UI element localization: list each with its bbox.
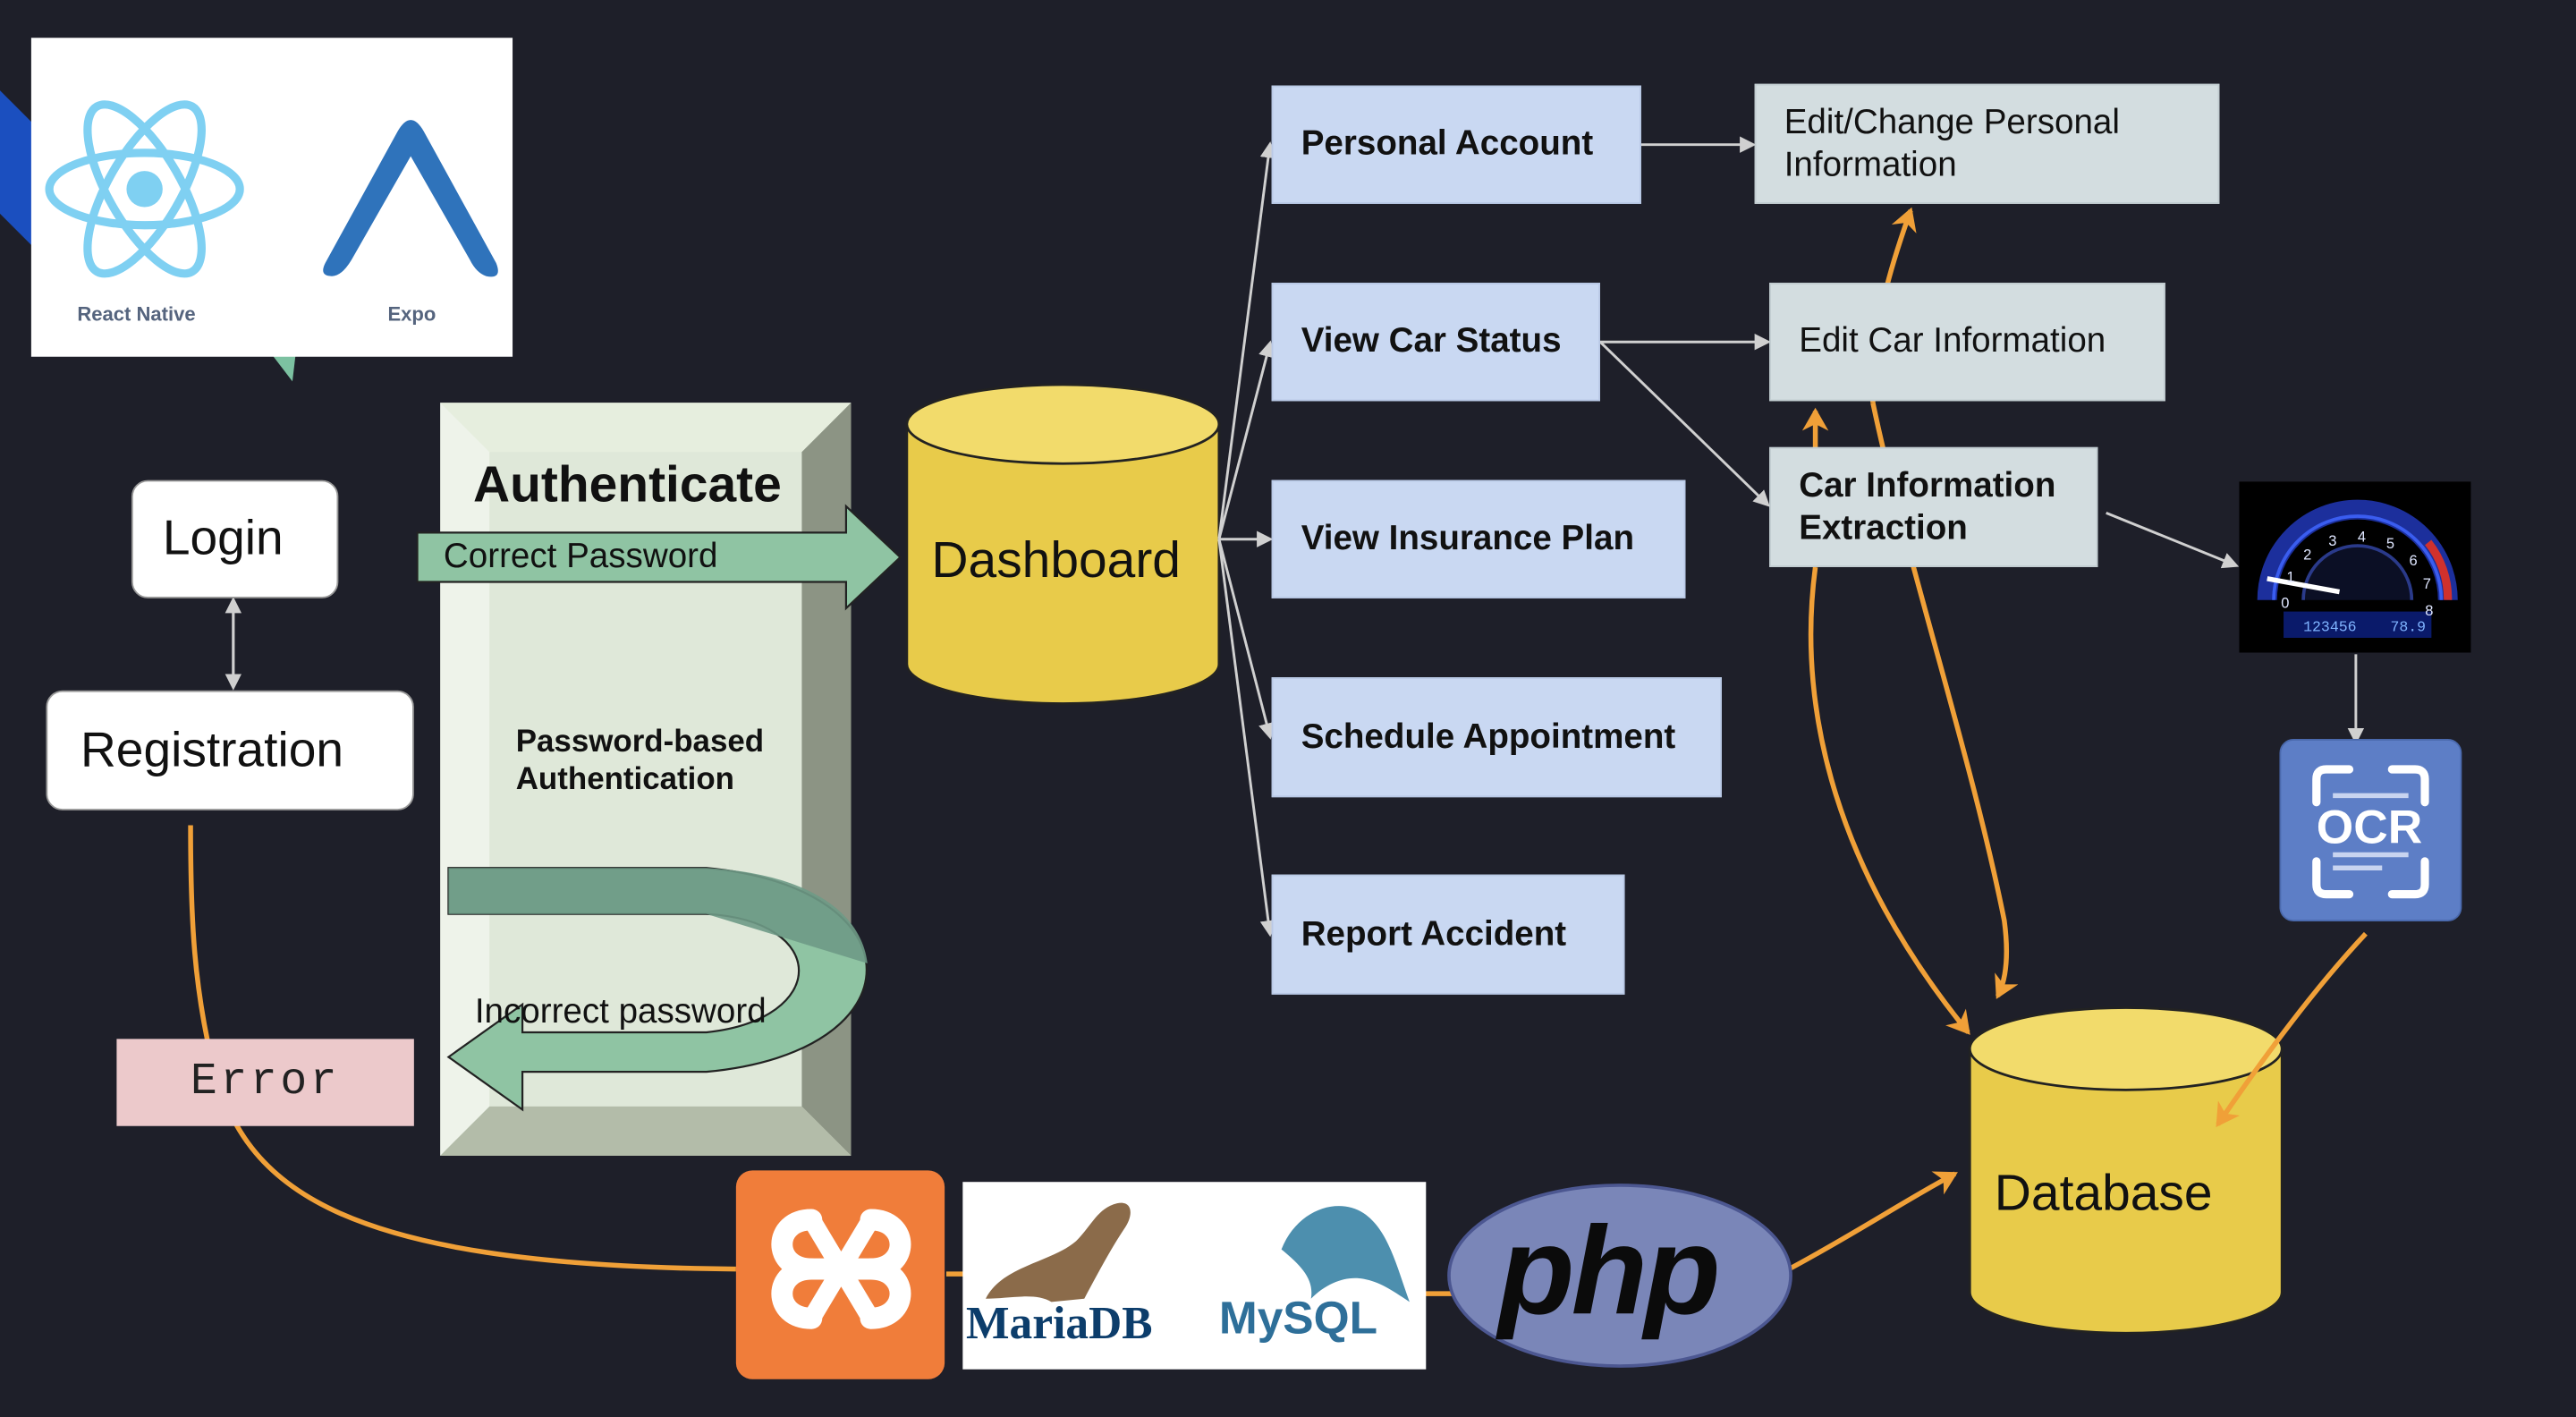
edit-personal-info-node[interactable]: Edit/Change Personal Information [1754,83,2220,204]
personal-account-label: Personal Account [1301,124,1594,163]
speedometer-image [2239,481,2471,653]
dashboard-label: Dashboard [931,530,1181,589]
authenticate-title: Authenticate [472,455,782,513]
mysql-dolphin-icon [1281,1206,1410,1302]
gauge-tick-label: 0 [2281,595,2289,612]
gauge-odometer: 123456 [2303,619,2356,636]
login-node[interactable]: Login [131,479,339,598]
mysql-label: MySQL [1218,1292,1378,1344]
gauge-tick-label: 1 [2286,568,2294,585]
schedule-appointment-label: Schedule Appointment [1301,717,1676,756]
php-label: php [1498,1201,1720,1342]
personal-account-node[interactable]: Personal Account [1271,85,1641,204]
detail-connectors [225,136,2365,745]
gauge-tick-label: 8 [2425,602,2433,619]
incorrect-arrow-shade [448,868,868,963]
gauge-tick-label: 3 [2328,532,2336,549]
xampp-icon [735,1170,945,1379]
report-accident-node[interactable]: Report Accident [1271,874,1625,995]
registration-node[interactable]: Registration [46,690,414,810]
view-car-status-node[interactable]: View Car Status [1271,283,1600,402]
correct-password-arrow [416,504,902,611]
mariadb-label: MariaDB [966,1298,1153,1350]
database-label: Database [1994,1164,2213,1222]
correct-password-label: Correct Password [443,537,718,576]
password-based-label-1: Password-based [515,725,765,759]
login-label: Login [162,511,284,566]
mariadb-seal-icon [986,1202,1131,1302]
ocr-label: OCR [2316,802,2423,855]
car-info-extraction-node[interactable]: Car Information Extraction [1769,446,2098,567]
gauge-tick-label: 2 [2303,547,2311,564]
car-extraction-label-1: Car Information [1799,465,2056,505]
logo-accent-shape [0,90,33,247]
gauge-tick-label: 4 [2358,528,2366,545]
incorrect-password-label: Incorrect password [474,992,767,1031]
edit-car-info-label: Edit Car Information [1799,322,2106,361]
logo-accent-tail [271,353,296,382]
expo-icon [323,120,498,277]
php-icon [1447,1184,1792,1368]
view-insurance-plan-node[interactable]: View Insurance Plan [1271,479,1686,598]
edit-personal-label-1: Edit/Change Personal [1784,102,2120,141]
react-native-icon [45,100,244,278]
gauge-tick-label: 7 [2423,575,2431,592]
report-accident-label: Report Accident [1301,914,1567,953]
view-insurance-plan-label: View Insurance Plan [1301,519,1635,557]
gauge-trip: 78.9 [2390,619,2426,636]
database-cylinder [1968,1006,2284,1335]
expo-label: Expo [387,302,436,326]
registration-label: Registration [80,722,344,777]
ocr-icon [2279,738,2462,921]
error-node: Error [116,1039,414,1126]
edit-personal-label-2: Information [1784,145,1957,183]
gauge-tick-label: 6 [2410,552,2418,569]
edit-car-info-node[interactable]: Edit Car Information [1769,283,2165,402]
error-label: Error [191,1057,341,1107]
react-native-label: React Native [77,302,196,326]
gauge-tick-label: 5 [2386,535,2394,552]
password-based-label-2: Authentication [515,762,735,798]
view-car-status-label: View Car Status [1301,322,1562,361]
schedule-appointment-node[interactable]: Schedule Appointment [1271,677,1722,798]
dashboard-cylinder [905,383,1221,705]
car-extraction-label-2: Extraction [1799,508,1968,547]
dashboard-menu-connectors [1217,141,1277,938]
